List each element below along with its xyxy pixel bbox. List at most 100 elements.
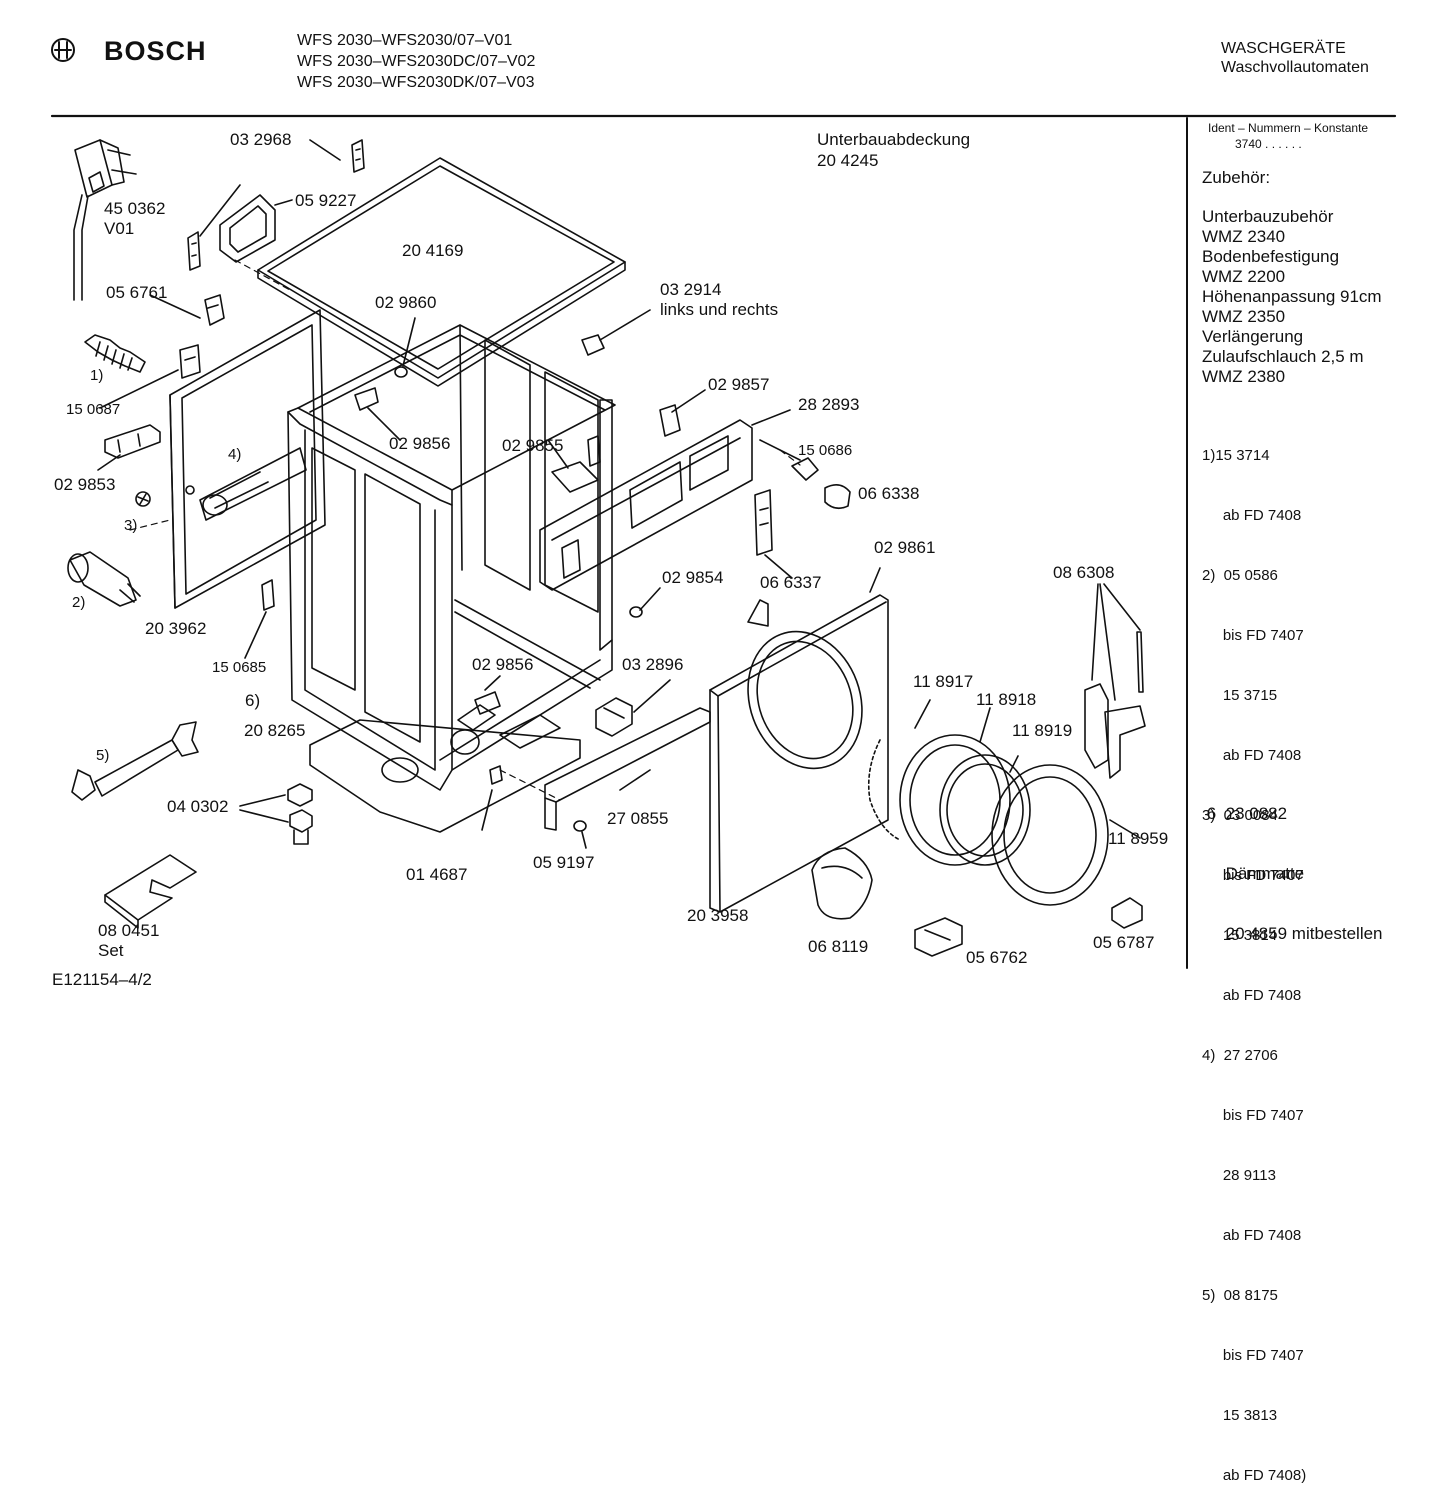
bracket-056762 [914,917,963,957]
crossbar-282893 [539,409,791,591]
part-label: 1) [90,367,104,384]
note-line: 1)15 3714 [1202,447,1270,464]
front-panel-203958 [709,594,889,913]
model-line-1: WFS 2030–WFS2030/07–V01 [297,32,513,49]
note-line: ab FD 7408 [1202,987,1302,1004]
part-label: 6) [245,691,261,710]
clip-150687 [179,344,201,379]
model-line-2: WFS 2030–WFS2030DC/07–V02 [297,53,536,70]
part-label: 05 9197 [533,853,595,872]
accessory-item: Bodenbefestigung [1202,247,1340,266]
note-line: bis FD 7407 [1202,1347,1304,1364]
note-line: 15 3813 [1202,1407,1278,1424]
ident-value: 3740 . . . . . . [1235,137,1302,151]
part-label: 15 0685 [212,659,267,676]
part-label: 08 6308 [1053,563,1115,582]
clip-150685 [261,579,275,611]
insulation-note: 6 23 0882 Dämmatte 20 4859 mitbestellen [1202,764,1383,964]
part-label: 2) [72,594,86,611]
bracket-032914 [581,334,605,356]
bag-068119 [811,847,873,920]
part-label: 06 8119 [808,937,869,956]
control-plate-059227 [219,194,293,263]
hinge-086308 [1084,583,1146,779]
part-label: 20 8265 [244,721,306,740]
part-label: 04 0302 [167,797,229,816]
part-label: 15 0686 [798,442,853,459]
part-label: 11 8918 [976,690,1037,709]
part-label: 02 9857 [708,375,770,394]
zubehoer-title: Zubehör: [1202,168,1271,187]
part-label: 05 6762 [966,948,1028,967]
part-label: V01 [104,219,135,238]
accessory-item: Unterbauzubehör [1202,207,1334,226]
pin-029860 [394,366,408,378]
drawing-code: E121154–4/2 [52,970,152,989]
note-line: ab FD 7408 [1202,747,1302,764]
screw-icon [135,491,151,507]
pump-part-icon [67,551,141,607]
note-line: 3) 03 0084 [1202,807,1278,824]
bosch-logo-icon [51,38,75,62]
part-label: 03 2896 [622,655,684,674]
part-label: 45 0362 [104,199,166,218]
part-label: 02 9853 [54,475,116,494]
note-line: 28 9113 [1202,1167,1276,1184]
power-plug-icon [73,139,137,301]
wrench-icon [71,721,199,801]
part-label: 02 9861 [874,538,936,557]
rear-panel-203962 [169,309,326,609]
category-subtitle: Waschvollautomaten [1221,59,1369,76]
bracket-029853 [104,424,161,459]
note-line: bis FD 7407 [1202,1107,1304,1124]
part-label: 20 3962 [145,619,207,638]
accessory-list: Unterbauzubehör WMZ 2340 Bodenbefestigun… [1202,207,1382,387]
shim-plate-icon [104,854,197,929]
part-label: 28 2893 [798,395,860,414]
part-label: 11 8959 [1108,829,1169,848]
part-label: 20 4245 [817,151,879,170]
part-label: 02 9855 [502,436,564,455]
knob-056787 [1111,897,1143,929]
part-label: 03 2968 [230,130,292,149]
bracket-066337 [754,489,773,556]
part-label: 01 4687 [406,865,468,884]
ident-label: Ident – Nummern – Konstante [1208,121,1369,135]
note-line: 5) 08 8175 [1202,1287,1278,1304]
note-line: ab FD 7408 [1202,507,1302,524]
screw-059197 [573,820,587,832]
part-label: 05 6761 [106,283,168,302]
accessory-item: Zulaufschlauch 2,5 m [1202,347,1364,366]
note-line: 4) 27 2706 [1202,1047,1278,1064]
part-label: 05 9227 [295,191,357,210]
part-label: 03 2914 [660,280,722,299]
part-label: 02 9856 [389,434,451,453]
part-label: Set [98,941,124,960]
bracket-032968 [187,139,365,271]
note-line: bis FD 7407 [1202,867,1304,884]
note-line: ab FD 7408 [1202,1227,1302,1244]
note-line: bis FD 7407 [1202,627,1304,644]
part-label: 02 9854 [662,568,724,587]
part-label: 27 0855 [607,809,669,828]
part-label: Unterbauabdeckung [817,130,971,149]
part-label: 5) [96,747,110,764]
part-label: 06 6337 [760,573,822,592]
note-line: 15 3814 [1202,927,1278,944]
accessory-item: WMZ 2380 [1202,367,1286,386]
note-line: 20 4859 mitbestellen [1202,924,1383,943]
part-label: 15 0687 [66,401,121,418]
note-line: 2) 05 0586 [1202,567,1278,584]
note-line: 6 23 0882 [1202,804,1288,823]
part-label: 20 4169 [402,241,464,260]
part-label: 05 6787 [1093,933,1155,952]
bracket-032896 [595,679,671,737]
part-label: 11 8919 [1012,721,1073,740]
part-label: 3) [124,517,138,534]
accessory-item: Verlängerung [1202,327,1304,346]
accessory-item: WMZ 2350 [1202,307,1286,326]
part-label: 06 6338 [858,484,920,503]
top-cover-panel [257,157,626,387]
part-label: 4) [228,446,242,463]
part-label: 11 8917 [913,672,974,691]
